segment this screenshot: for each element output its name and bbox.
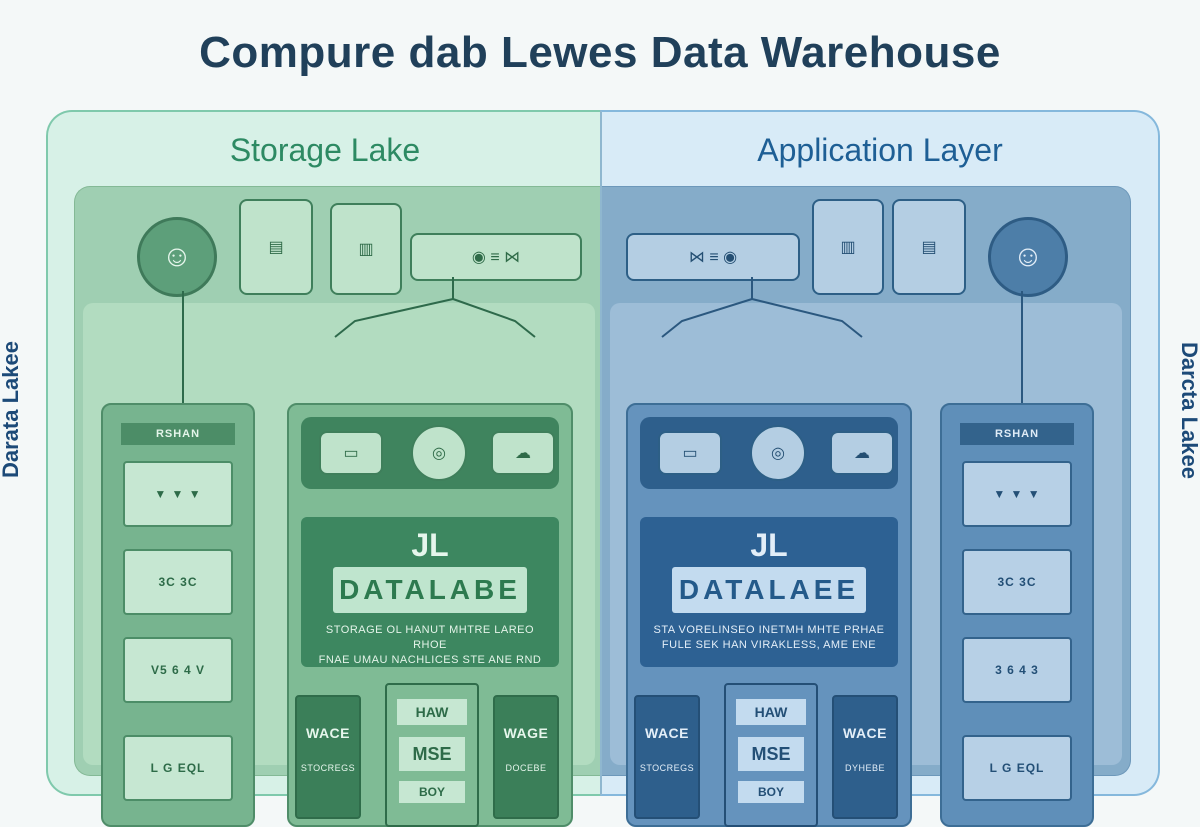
core-description: STORAGE OL HANUT MHTRE LAREO RHOE FNAE U… (318, 624, 542, 666)
data-lake-center: ▭ ◎ ☁ JL DATALAEE STA VORELINSEO INETMH … (626, 403, 912, 827)
globe-icon: ◎ (411, 425, 467, 481)
mini-card-4: L G EQL (123, 735, 233, 801)
database-icon: ▥ (330, 203, 402, 295)
server-icon: ▤ (239, 199, 313, 295)
mini-card-3: 3 6 4 3 (962, 637, 1072, 703)
user-icon: ☺ (137, 217, 217, 297)
application-layer-panel: Application Layer ⋈ ≡ ◉ ▥ ▤ ☺ ▭ ◎ ☁ JL D… (600, 110, 1160, 827)
user-icon: ☺ (988, 217, 1068, 297)
column-header: RSHAN (121, 423, 235, 445)
side-label-left: Darata Lakee (0, 341, 23, 479)
cloud-icon: ☁ (830, 431, 894, 475)
data-lake-core: JL DATALAEE STA VORELINSEO INETMH MHTE P… (640, 517, 898, 667)
top-strip: ▭ ◎ ☁ (301, 417, 559, 489)
globe-icon: ◎ (750, 425, 806, 481)
connector-lines (661, 277, 1023, 403)
page-title: Compure dab Lewes Data Warehouse (199, 28, 1001, 77)
data-column: RSHAN ▼ ▼ ▼ 3C 3C 3 6 4 3 L G EQL (940, 403, 1094, 827)
storage-icon: ▭ (658, 431, 722, 475)
core-description: STA VORELINSEO INETMH MHTE PRHAE FULE SE… (653, 624, 885, 651)
side-label-right: Darcta Lakee (1177, 341, 1200, 479)
server-icon: ▤ (892, 199, 966, 295)
storage-lake-panel: Storage Lake ☺ ▤ ▥ ◉ ≡ ⋈ RSHAN ▼ ▼ ▼ 3C … (46, 110, 603, 827)
mini-card-1: ▼ ▼ ▼ (962, 461, 1072, 527)
data-lake-core: JL DATALABE STORAGE OL HANUT MHTRE LAREO… (301, 517, 559, 667)
database-icon: ▥ (812, 199, 884, 295)
mini-card-3: V5 6 4 V (123, 637, 233, 703)
data-lake-center: ▭ ◎ ☁ JL DATALABE STORAGE OL HANUT MHTRE… (287, 403, 573, 827)
bottom-card-left: WACE STOCREGS (634, 695, 700, 819)
application-layer-title: Application Layer (757, 132, 1003, 168)
core-logo-icon: JL (750, 527, 788, 563)
core-band: DATALAEE (672, 567, 866, 613)
bottom-card-right: WACE DYHEBE (832, 695, 898, 819)
connector-lines (182, 277, 536, 403)
mini-card-1: ▼ ▼ ▼ (123, 461, 233, 527)
mini-card-2: 3C 3C (962, 549, 1072, 615)
bottom-card-left: WACE STOCREGS (295, 695, 361, 819)
data-column: RSHAN ▼ ▼ ▼ 3C 3C V5 6 4 V L G EQL (101, 403, 255, 827)
storage-lake-inner: ☺ ▤ ▥ ◉ ≡ ⋈ RSHAN ▼ ▼ ▼ 3C 3C V5 6 4 V L… (74, 186, 603, 827)
storage-lake-title: Storage Lake (229, 132, 421, 168)
application-layer-inner: ⋈ ≡ ◉ ▥ ▤ ☺ ▭ ◎ ☁ JL DATALAEE STA VORELI… (602, 186, 1131, 827)
core-band: DATALABE (333, 567, 527, 613)
cloud-icon: ☁ (491, 431, 555, 475)
pipeline-icon: ◉ ≡ ⋈ (410, 233, 582, 281)
mini-card-2: 3C 3C (123, 549, 233, 615)
top-strip: ▭ ◎ ☁ (640, 417, 898, 489)
storage-icon: ▭ (319, 431, 383, 475)
bottom-card-right: WAGE DOCEBE (493, 695, 559, 819)
column-header: RSHAN (960, 423, 1074, 445)
pipeline-icon: ⋈ ≡ ◉ (626, 233, 800, 281)
core-logo-icon: JL (411, 527, 449, 563)
